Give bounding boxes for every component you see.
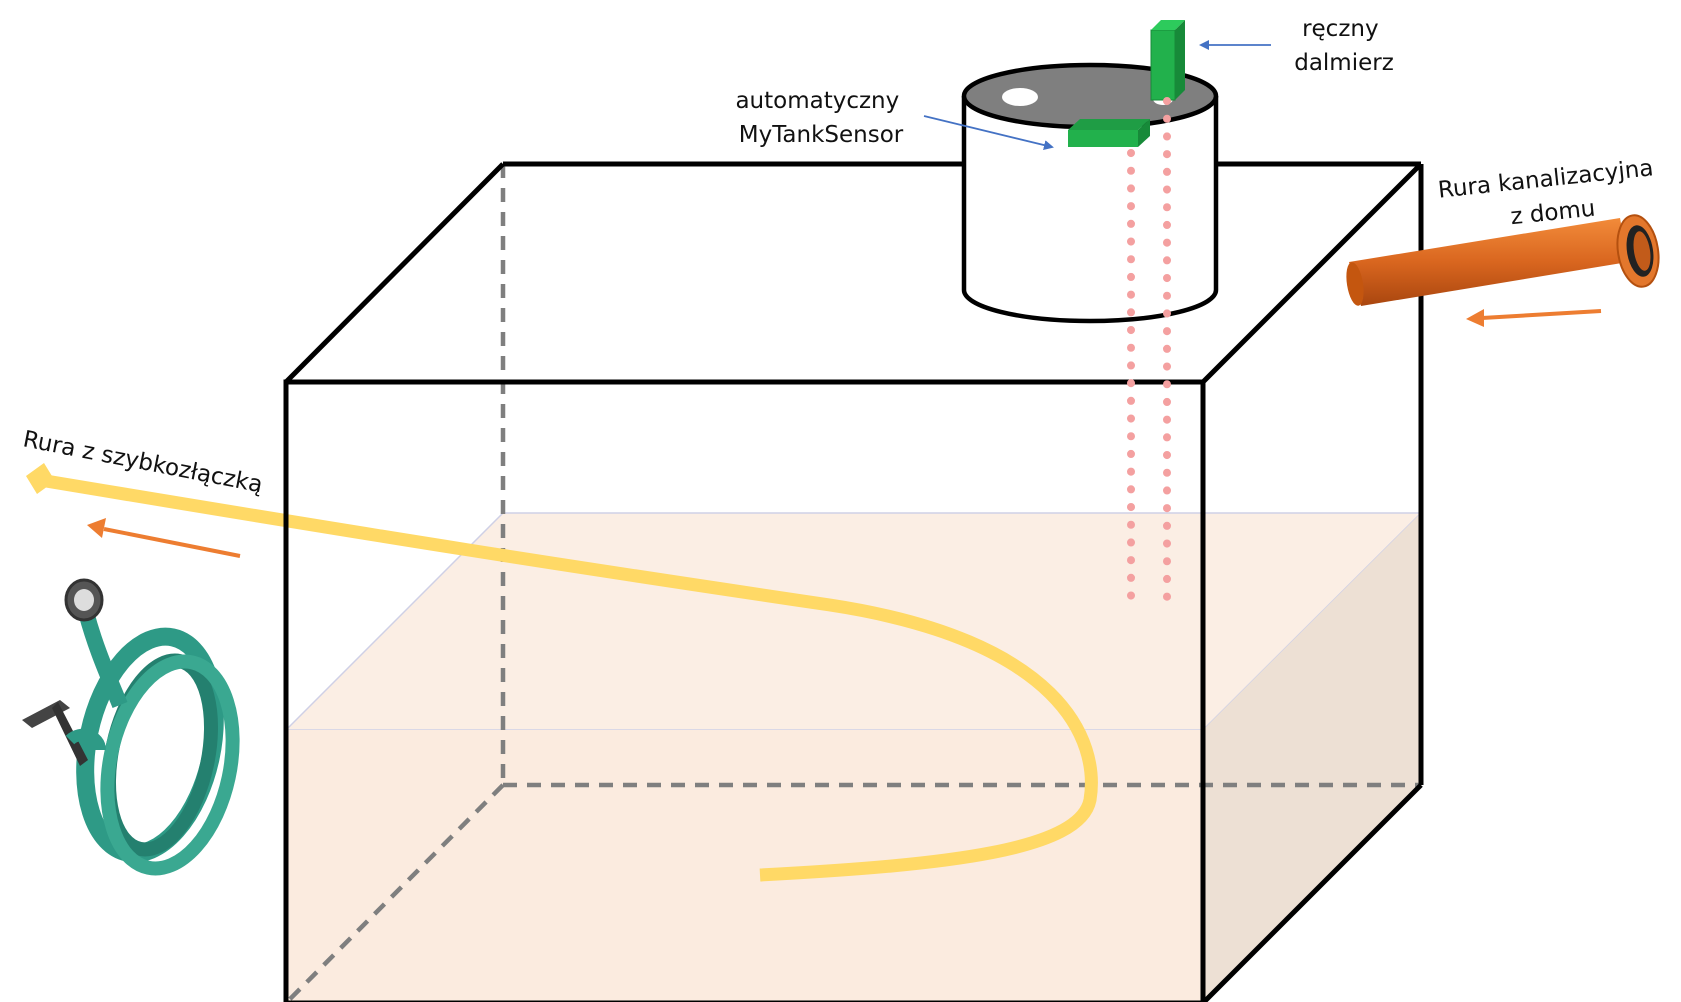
- tank-hidden-edges: [284, 164, 1421, 1002]
- hose-icon: [22, 578, 240, 876]
- manual-rangefinder-label: ręczny dalmierz: [1294, 16, 1394, 76]
- liquid-volume: [284, 512, 1423, 1002]
- liquid-front-face: [286, 730, 1203, 1002]
- manual-rangefinder-label-line2: dalmierz: [1294, 50, 1394, 76]
- auto-leader-arrow-icon: [923, 115, 1054, 150]
- outflow-arrow-icon: [87, 518, 241, 558]
- sewer-pipe-label-line1: Rura kanalizacyjna: [1437, 155, 1655, 203]
- measurement-beams: [1127, 97, 1171, 618]
- pipe-icon: [1346, 214, 1660, 306]
- riser-body: [964, 96, 1216, 321]
- sensor-icon: [1068, 119, 1150, 147]
- suction-hose: [38, 473, 1098, 882]
- lid-opening: [1002, 88, 1038, 106]
- auto-sensor-label-line1: automatyczny: [735, 88, 899, 114]
- inflow-arrow-icon: [1466, 309, 1602, 327]
- rangefinder-icon: [1150, 20, 1185, 101]
- hose-outlet-arrow-icon: [26, 463, 55, 494]
- manual-rangefinder-label-line1: ręczny: [1302, 16, 1379, 42]
- liquid-side-face: [1203, 513, 1421, 1002]
- auto-sensor-label-line2: MyTankSensor: [739, 122, 904, 148]
- auto-sensor-label: automatyczny MyTankSensor: [735, 88, 906, 148]
- riser: [961, 62, 1219, 324]
